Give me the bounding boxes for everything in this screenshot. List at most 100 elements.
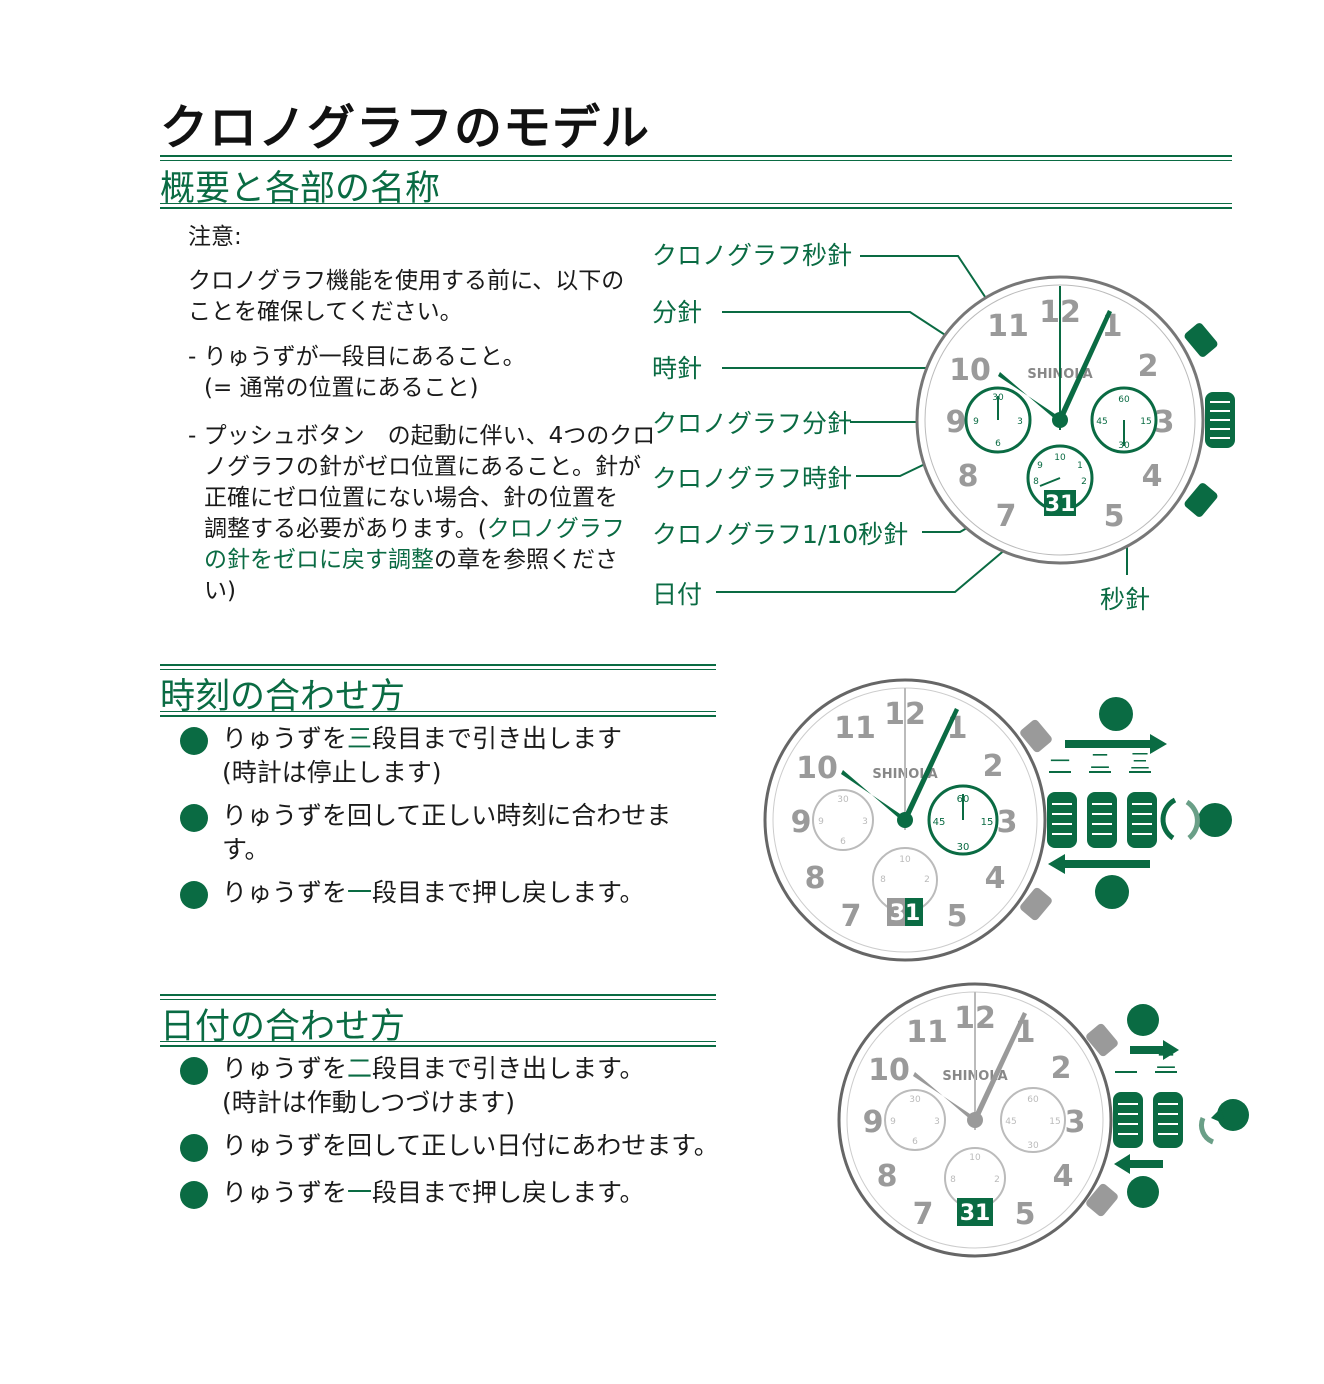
svg-text:7: 7 [841,899,862,934]
time-step1-em: 三 [347,724,373,753]
time-step3: りゅうずを一段目まで押し戻します。 [222,876,645,910]
label-chrono-second-hand: クロノグラフ秒針 [652,241,853,270]
svg-text:5: 5 [1104,499,1125,534]
label-chrono-tenth-hand: クロノグラフ1/10秒針 [652,520,909,549]
bullet1-line2: (= 通常の位置にあること) [204,375,479,401]
svg-text:4: 4 [1142,459,1163,494]
svg-text:11: 11 [987,309,1029,344]
date-step1-sub: (時計は作動しつづけます) [222,1088,516,1117]
svg-text:2: 2 [983,749,1004,784]
svg-text:3: 3 [997,805,1018,840]
svg-text:15: 15 [981,817,994,828]
svg-text:6: 6 [840,837,846,847]
svg-text:8: 8 [805,861,826,896]
svg-text:10: 10 [969,1153,981,1163]
svg-text:2: 2 [1051,1051,1072,1086]
svg-text:15: 15 [1140,417,1151,427]
page-title: クロノグラフのモデル [160,100,651,156]
svg-text:45: 45 [933,817,946,828]
svg-text:7: 7 [996,499,1017,534]
svg-text:60: 60 [1118,395,1130,405]
step-marker-1 [180,727,208,755]
bullet1-line1: - りゅうずが一段目にあること。 [188,344,526,370]
date-step2: りゅうずを回して正しい日付にあわせます。 [222,1131,719,1160]
svg-text:5: 5 [947,899,968,934]
time-step1: りゅうずを三段目まで引き出します [222,722,622,756]
date-step1: りゅうずを二段目まで引き出します。 [222,1052,645,1086]
section-rule-top [160,155,1232,157]
svg-text:7: 7 [913,1197,934,1232]
date-step3: りゅうずを一段目まで押し戻します。 [222,1176,645,1210]
svg-text:4: 4 [985,861,1006,896]
svg-text:3: 3 [862,817,868,827]
chrono-reset-link-part2[interactable]: の針をゼロに戻す調整 [204,547,434,573]
bullet2-line4-text: 調整する必要があります。( [204,516,487,542]
label-hour-hand: 時針 [652,354,703,383]
date-step1-pre: りゅうずを [222,1054,348,1083]
svg-text:10: 10 [949,353,991,388]
section-rule-bottom [160,207,1232,209]
crown-pos-3: 三 [1130,749,1150,773]
date-step3-em: 一 [347,1178,373,1207]
label-second-hand: 秒針 [1100,585,1151,614]
svg-text:8: 8 [950,1175,956,1185]
date-window-value: 31 [1045,492,1076,517]
date-section-rule-bottom-thin [160,1041,716,1042]
date-step3-pre: りゅうずを [222,1178,348,1207]
svg-text:4: 4 [1053,1159,1074,1194]
time-step3-pre: りゅうずを [222,878,348,907]
svg-text:30: 30 [837,795,849,805]
time-step2-line1: りゅうずを回して正しい時刻に合わせま [222,801,672,830]
time-section-title: 時刻の合わせ方 [160,677,406,717]
svg-text:8: 8 [958,459,979,494]
svg-text:3: 3 [1017,417,1023,427]
date-section-rule-top [160,994,716,996]
svg-text:3: 3 [934,1117,940,1127]
svg-text:6: 6 [912,1137,918,1147]
svg-text:9: 9 [973,417,979,427]
label-chrono-hour-hand: クロノグラフ時針 [652,464,853,493]
svg-text:8: 8 [1033,477,1039,487]
time-section-rule-top [160,664,716,666]
svg-text:9: 9 [791,805,812,840]
step-marker-2 [180,804,208,832]
crown-pos-1: 一 [1050,749,1070,773]
time-step3-em: 一 [347,878,373,907]
label-minute-hand: 分針 [652,298,703,327]
svg-text:10: 10 [796,751,838,786]
bullet2-line2: ノグラフの針がゼロ位置にあること。針が [204,454,641,480]
date-step3-post: 段目まで押し戻します。 [372,1178,645,1207]
time-step1-pre: りゅうずを [222,724,348,753]
section-rule-top-thin [160,160,1232,161]
label-chrono-minute-hand: クロノグラフ分針 [652,409,853,438]
time-step1-sub: (時計は停止します) [222,758,442,787]
crown-pos-2: 二 [1090,749,1110,773]
svg-text:8: 8 [877,1159,898,1194]
date-step-marker-3 [180,1181,208,1209]
date-section-rule-top-thin [160,999,716,1000]
svg-text:9: 9 [946,405,967,440]
bullet2-line4: 調整する必要があります。(クロノグラフ [204,514,625,545]
caution-heading: 注意: [188,224,242,250]
svg-text:6: 6 [995,439,1001,449]
bullet2-line6: い) [204,578,236,604]
svg-text:9: 9 [863,1105,884,1140]
svg-text:9: 9 [818,817,824,827]
svg-text:9: 9 [1037,461,1043,471]
label-date: 日付 [652,580,703,609]
time-step2-line2: す。 [222,835,270,864]
svg-text:15: 15 [1049,1117,1060,1127]
bullet2-line1: - プッシュボタン の起動に伴い、4つのクロ [188,423,656,449]
bullet2-line5: の針をゼロに戻す調整の章を参照くださ [204,545,618,576]
time-section-rule-bottom [160,715,716,717]
date-step-marker-2 [180,1134,208,1162]
bullet2-line3: 正確にゼロ位置にない場合、針の位置を [204,485,618,511]
step-marker-3 [180,881,208,909]
bullet2-line5-text: の章を参照くださ [434,547,618,573]
svg-text:10: 10 [899,855,911,865]
chrono-reset-link-part1[interactable]: クロノグラフ [486,516,625,542]
svg-text:11: 11 [906,1015,948,1050]
